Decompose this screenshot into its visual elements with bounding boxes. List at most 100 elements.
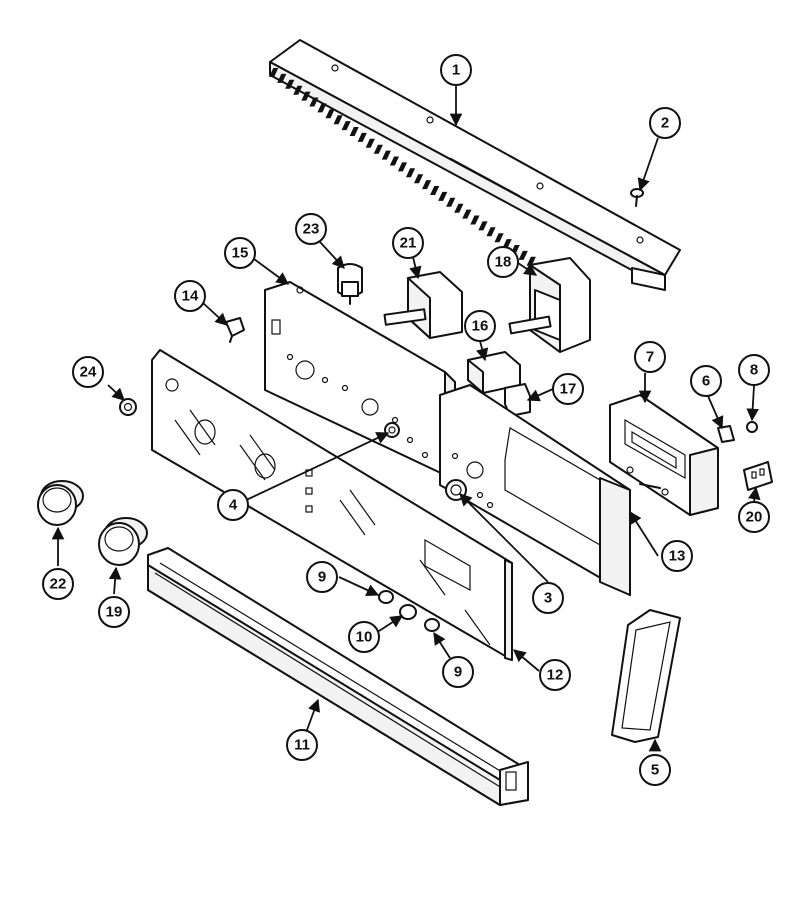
part-21-switch [383, 271, 463, 339]
vent-slot [341, 121, 351, 131]
callout-16: 16 [464, 310, 496, 342]
callout-2: 2 [649, 107, 681, 139]
callout-label: 1 [452, 62, 460, 79]
callout-label: 4 [229, 497, 238, 514]
part-17-switch [504, 383, 531, 417]
callout-label: 9 [318, 569, 326, 586]
vent-slot [301, 91, 311, 101]
callout-label: 9 [454, 664, 462, 681]
callout-label: 8 [750, 362, 758, 379]
callout-19: 19 [98, 596, 130, 628]
vent-slot [365, 138, 375, 148]
callout-label: 21 [400, 235, 417, 252]
vent-slot [446, 197, 456, 207]
callout-label: 5 [651, 762, 659, 779]
vent-slot [422, 180, 432, 190]
vent-slot [478, 221, 488, 231]
vent-slot [494, 233, 504, 243]
callout-17: 17 [552, 373, 584, 405]
part-8-screw [746, 421, 758, 433]
callout-label: 24 [80, 364, 97, 381]
vent-slot [333, 115, 343, 125]
vent-slot [373, 144, 383, 154]
callout-23: 23 [295, 213, 327, 245]
part-14-clip [225, 317, 245, 343]
part-24-small-knob [119, 398, 137, 416]
callout-label: 15 [232, 245, 249, 262]
vent-slot [293, 85, 303, 95]
callout-label: 18 [495, 254, 512, 271]
callout-label: 19 [106, 604, 123, 621]
callout-9-a: 9 [306, 561, 338, 593]
vent-slot [309, 97, 319, 107]
callout-15: 15 [224, 237, 256, 269]
vent-slot [389, 156, 400, 166]
vent-slot [277, 73, 287, 83]
vent-slot [325, 109, 335, 119]
part-2-screw [630, 188, 644, 207]
part-4-nut [384, 422, 400, 438]
callout-label: 2 [661, 115, 669, 132]
vent-slot [470, 215, 480, 225]
callout-10: 10 [348, 621, 380, 653]
part-5-lens-frame [611, 609, 681, 743]
vent-slot [285, 79, 295, 89]
callout-label: 3 [544, 590, 552, 607]
vent-slot [518, 250, 528, 260]
part-10-button [399, 604, 417, 620]
callout-label: 11 [294, 737, 310, 754]
vent-slot [405, 168, 416, 178]
vent-slot [357, 132, 367, 142]
part-9-button-a [378, 590, 394, 604]
callout-label: 14 [182, 288, 199, 305]
part-6-clip [717, 425, 735, 443]
vent-slot [486, 227, 496, 237]
part-13-control-housing [439, 384, 631, 596]
callout-5: 5 [639, 754, 671, 786]
callout-label: 16 [472, 318, 489, 335]
part-11-bottom-trim [147, 547, 529, 806]
callout-9-b: 9 [442, 656, 474, 688]
part-19-knob [98, 517, 148, 566]
callout-label: 12 [547, 667, 564, 684]
part-18-selector-switch [508, 257, 591, 353]
callout-22: 22 [42, 568, 74, 600]
callout-label: 22 [50, 576, 67, 593]
callout-label: 23 [303, 221, 320, 238]
callout-14: 14 [174, 280, 206, 312]
part-20-clip [743, 461, 773, 491]
vent-slot [502, 239, 512, 249]
callout-13: 13 [661, 540, 693, 572]
callout-4: 4 [217, 489, 249, 521]
vent-slot [454, 203, 464, 213]
part-23-thermostat [337, 263, 363, 305]
leader-lines [51, 85, 761, 752]
callout-7: 7 [634, 341, 666, 373]
vent-slot [413, 174, 424, 184]
callout-11: 11 [286, 729, 318, 761]
vent-slot [397, 162, 408, 172]
vent-slot [349, 127, 359, 136]
callout-12: 12 [539, 659, 571, 691]
callout-8: 8 [738, 354, 770, 386]
callout-20: 20 [738, 501, 770, 533]
callout-1: 1 [440, 54, 472, 86]
callout-6: 6 [690, 365, 722, 397]
vent-slot [430, 186, 440, 195]
callout-label: 10 [356, 629, 373, 646]
callout-label: 17 [560, 381, 577, 398]
part-12-front-panel [151, 349, 513, 661]
vent-slot [462, 209, 472, 219]
callout-label: 6 [702, 373, 710, 390]
part-22-knob [37, 480, 84, 526]
callout-24: 24 [72, 356, 104, 388]
vent-slot [438, 191, 448, 201]
callout-18: 18 [487, 246, 519, 278]
part-9-button-b [424, 618, 440, 632]
callout-label: 13 [669, 548, 686, 565]
vent-slot [317, 103, 327, 113]
callout-label: 7 [646, 349, 654, 366]
part-1-top-rail [269, 39, 681, 291]
